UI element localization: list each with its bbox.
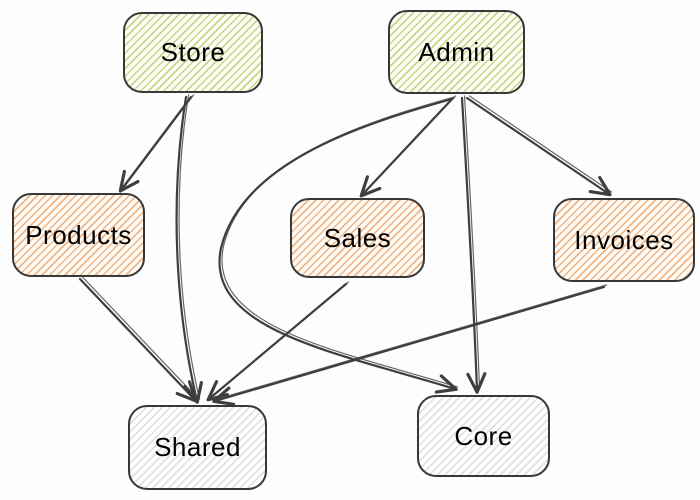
- node-label-invoices: Invoices: [574, 224, 674, 255]
- node-label-admin: Admin: [418, 36, 495, 67]
- edge-sketch-products-shared: [81, 276, 199, 399]
- node-products: Products: [12, 193, 145, 277]
- edge-sketch-admin-core: [463, 95, 481, 390]
- edge-sales-shared: [206, 282, 348, 402]
- edge-sketch-store-products: [122, 94, 195, 189]
- node-label-core: Core: [454, 420, 513, 451]
- node-store: Store: [123, 12, 263, 93]
- node-admin: Admin: [388, 10, 525, 94]
- node-shared: Shared: [128, 405, 267, 490]
- edge-admin-sales: [359, 96, 455, 198]
- node-label-products: Products: [25, 219, 132, 250]
- node-label-sales: Sales: [323, 222, 392, 253]
- edge-admin-core: [460, 96, 487, 394]
- edge-sketch-sales-shared: [210, 281, 350, 398]
- node-invoices: Invoices: [553, 198, 695, 282]
- node-sales: Sales: [290, 198, 425, 278]
- node-label-shared: Shared: [154, 432, 241, 462]
- edge-products-shared: [78, 277, 198, 403]
- edge-store-products: [118, 95, 193, 193]
- edge-sketch-admin-sales: [363, 95, 457, 194]
- node-label-store: Store: [160, 37, 226, 67]
- edge-store-shared: [175, 95, 203, 404]
- edge-sketch-invoices-shared: [216, 284, 608, 400]
- edge-sketch-store-shared: [178, 94, 201, 400]
- edge-admin-invoices: [465, 96, 612, 197]
- edge-sketch-admin-invoices: [468, 95, 613, 193]
- node-core: Core: [417, 395, 550, 477]
- edge-invoices-shared: [212, 285, 606, 406]
